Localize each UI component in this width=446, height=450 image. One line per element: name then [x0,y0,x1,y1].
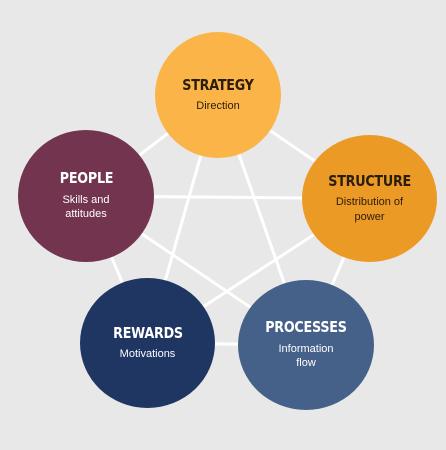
node-structure-title: STRUCTURE [328,171,411,190]
node-people-subtitle: Skills and attitudes [62,193,110,221]
node-structure: STRUCTURE Distribution of power [302,135,437,262]
node-strategy-subtitle: Direction [196,100,240,113]
node-people-title: PEOPLE [59,169,113,188]
node-strategy: STRATEGY Direction [155,32,281,158]
node-rewards: REWARDS Motivations [80,278,215,408]
node-strategy-title: STRATEGY [182,75,254,94]
node-rewards-title: REWARDS [112,323,183,342]
node-rewards-subtitle: Motivations [119,348,176,361]
node-processes: PROCESSES Information flow [238,280,374,410]
node-people: PEOPLE Skills and attitudes [18,130,154,262]
node-processes-subtitle: Information flow [278,342,334,370]
node-processes-title: PROCESSES [265,318,347,337]
node-structure-subtitle: Distribution of power [335,196,404,223]
